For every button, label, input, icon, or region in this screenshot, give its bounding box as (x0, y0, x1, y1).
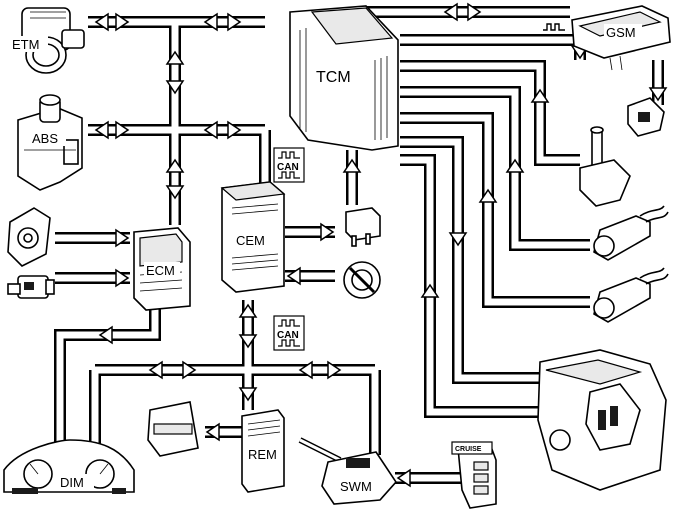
swm-label: SWM (340, 479, 372, 494)
can-upper-label: CAN (277, 162, 299, 173)
cem-unit: CEM (220, 181, 286, 293)
etm-label: ETM (12, 37, 39, 52)
speed-sensor-icon (593, 267, 669, 323)
can-bus-icon: CAN (273, 315, 305, 351)
cruise-label: CRUISE (455, 446, 482, 453)
rem-unit: REM (241, 409, 285, 493)
etm-throttle-unit: ETM (10, 7, 85, 74)
can-bus-icon: CAN (273, 147, 305, 183)
gsm-label: GSM (606, 25, 636, 40)
tcm-unit: TCM (289, 5, 399, 151)
tcm-label: TCM (316, 69, 351, 86)
can-lower-label: CAN (277, 330, 299, 341)
swm-unit: SWM (298, 437, 398, 505)
ecm-dim-link (54, 305, 161, 450)
rem-light-link (205, 422, 245, 442)
cruise-module: CRUISE (451, 441, 497, 509)
ignition-switch-icon (343, 261, 381, 299)
ecm-unit: ECM (133, 227, 191, 311)
cem-label: CEM (236, 233, 265, 248)
dim-instrument-cluster: DIM (3, 439, 135, 494)
speed-sensor-icon (593, 205, 669, 261)
gsm-down-link (648, 60, 668, 105)
pedal-sensor (7, 207, 51, 267)
rem-label: REM (248, 447, 277, 462)
pwm-signal-icon (543, 23, 565, 31)
abs-unit: ABS (17, 94, 83, 191)
cruise-swm-link (395, 468, 462, 488)
gearbox-unit (537, 349, 667, 491)
can-bus-lower (89, 300, 381, 455)
dim-label: DIM (60, 475, 84, 490)
can-bus-upper (88, 12, 271, 225)
selector-sensor (627, 97, 665, 137)
solenoid-valve-icon (579, 126, 631, 207)
cem-outputs (285, 222, 335, 286)
tcm-gsm-link (360, 2, 570, 22)
brake-light-unit (147, 401, 199, 457)
ecm-label: ECM (146, 263, 175, 278)
relay-icon (345, 207, 381, 247)
tcm-relay-link (342, 150, 362, 205)
tcm-signal-lines (400, 34, 590, 418)
brake-switch (7, 275, 55, 299)
ecm-inputs (55, 228, 130, 288)
gsm-unit: GSM (571, 5, 671, 71)
abs-label: ABS (32, 131, 58, 146)
